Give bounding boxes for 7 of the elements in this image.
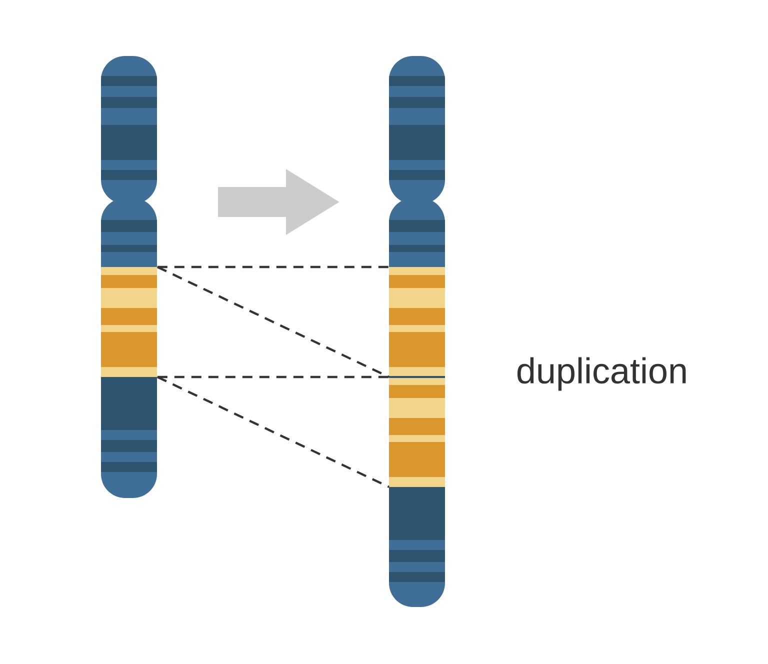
dashed-line: [156, 266, 390, 378]
dashed-line: [157, 376, 389, 378]
text-label: duplication: [517, 357, 686, 391]
chromosome-drawing: [389, 56, 445, 607]
dashed-line: [156, 376, 390, 488]
chromosome-drawing: [101, 56, 157, 498]
dashed-line: [157, 266, 389, 268]
